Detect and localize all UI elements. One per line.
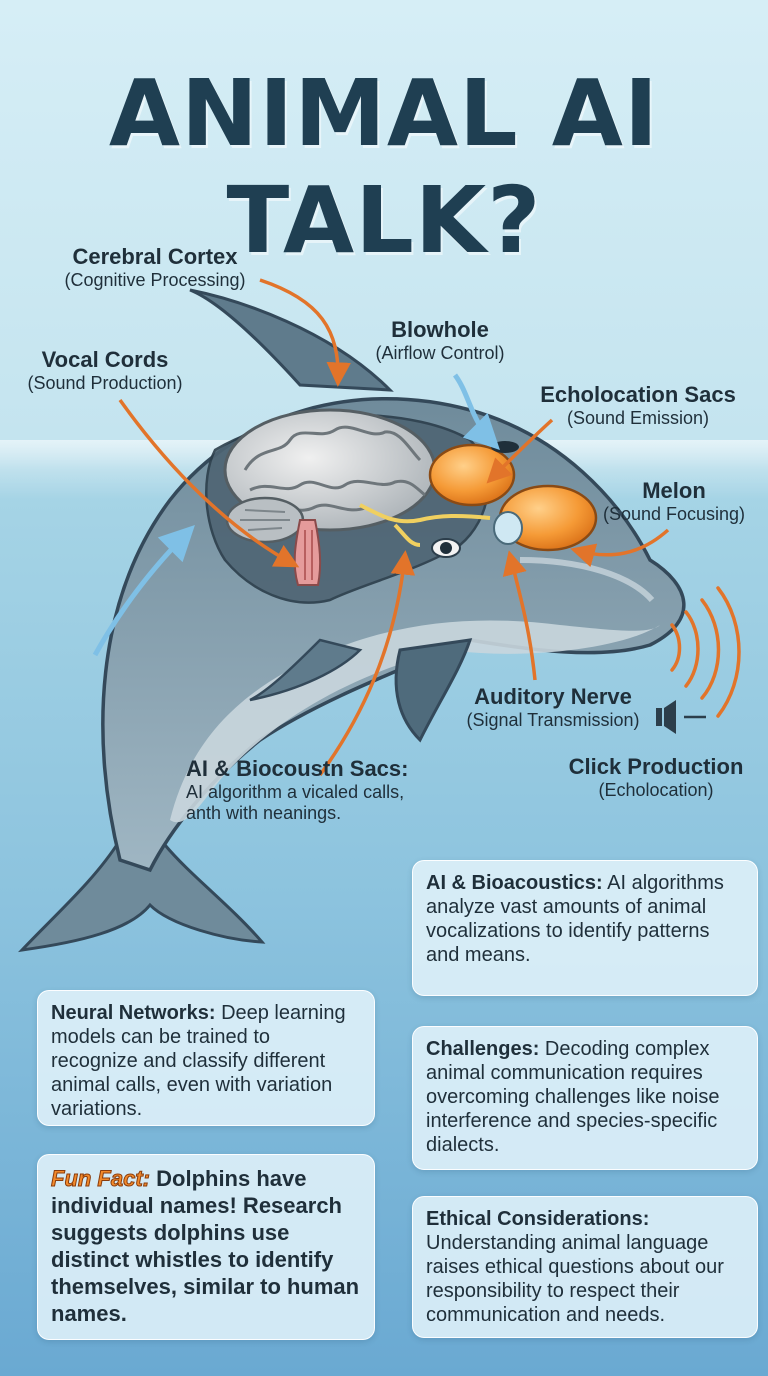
label-head: Auditory Nerve (474, 684, 632, 709)
speaker-icon (656, 700, 706, 734)
dolphin-eye (431, 538, 461, 558)
label-blowhole: Blowhole (Airflow Control) (360, 317, 520, 364)
arrow-airflow (92, 525, 195, 657)
label-head: AI & Biocoustn Sacs: (186, 756, 409, 781)
label-ai-biocoustn: AI & Biocoustn Sacs: AI algorithm a vica… (186, 756, 436, 824)
label-line-1: AI algorithm a vicaled calls, (186, 782, 405, 802)
vocal-cords (293, 519, 322, 586)
label-sub: (Sound Emission) (566, 408, 710, 428)
card-ai-bioacoustics: AI & Bioacoustics: AI algorithms analyze… (412, 860, 758, 996)
nerve-fibers (359, 503, 491, 547)
card-title: AI & Bioacoustics: (426, 872, 603, 894)
label-line-2: anth with neanings. (186, 803, 342, 823)
card-title: Neural Networks: (51, 1002, 216, 1024)
page-title: ANIMAL AI TALK? (108, 60, 660, 274)
arrow-melon (570, 528, 670, 568)
arrow-blowhole (452, 373, 500, 450)
arrow-ai-biocoustn (318, 550, 416, 777)
card-text: Deep learning models can be trained to r… (51, 1002, 346, 1120)
label-vocal-cords: Vocal Cords (Sound Production) (10, 347, 200, 394)
card-title: Challenges: (426, 1038, 540, 1060)
label-head: Echolocation Sacs (540, 382, 736, 407)
arrow-echolocation-sacs (486, 418, 554, 484)
label-sub: (Signal Transmission) (466, 710, 640, 730)
label-cerebral-cortex: Cerebral Cortex (Cognitive Processing) (40, 244, 270, 291)
card-fun-fact: Fun Fact: Dolphins have individual names… (37, 1154, 375, 1340)
sound-waves-icon (670, 586, 741, 718)
dolphin-tail (17, 838, 266, 953)
arrow-vocal-cords (118, 398, 300, 568)
arrow-auditory-nerve (502, 550, 537, 681)
auditory-lens (493, 511, 523, 545)
card-title: Ethical Considerations: (426, 1208, 650, 1230)
label-head: Blowhole (391, 317, 489, 342)
fun-fact-tag: Fun Fact: (51, 1166, 151, 1192)
card-text: AI algorithms analyze vast amounts of an… (426, 872, 724, 966)
label-sub: (Sound Production) (27, 373, 183, 393)
arrow-cerebral-cortex (259, 278, 351, 387)
card-text: Dolphins have individual names! Research… (51, 1166, 360, 1326)
label-head: Vocal Cords (41, 347, 169, 372)
card-ethical-considerations: Ethical Considerations: Understanding an… (412, 1196, 758, 1338)
label-echolocation-sacs: Echolocation Sacs (Sound Emission) (536, 382, 740, 429)
label-sub: (Cognitive Processing) (64, 270, 246, 290)
label-melon: Melon (Sound Focusing) (592, 478, 756, 525)
label-sub: (Airflow Control) (375, 343, 505, 363)
card-challenges: Challenges: Decoding complex animal comm… (412, 1026, 758, 1170)
label-sub: (Sound Focusing) (602, 504, 746, 524)
card-text: Decoding complex animal communication re… (426, 1038, 720, 1156)
card-neural-networks: Neural Networks: Deep learning models ca… (37, 990, 375, 1126)
label-auditory-nerve: Auditory Nerve (Signal Transmission) (455, 684, 651, 731)
dolphin-lower-fin (249, 638, 363, 702)
label-sub: (Echolocation) (598, 780, 714, 800)
label-head: Melon (642, 478, 706, 503)
echolocation-sac (428, 443, 516, 507)
card-text: Understanding animal language raises eth… (426, 1232, 724, 1326)
label-head: Cerebral Cortex (72, 244, 238, 269)
label-head: Click Production (568, 754, 744, 779)
dolphin-pectoral-fin (394, 638, 473, 743)
label-click-production: Click Production (Echolocation) (565, 754, 747, 801)
brain-icon (223, 408, 437, 544)
